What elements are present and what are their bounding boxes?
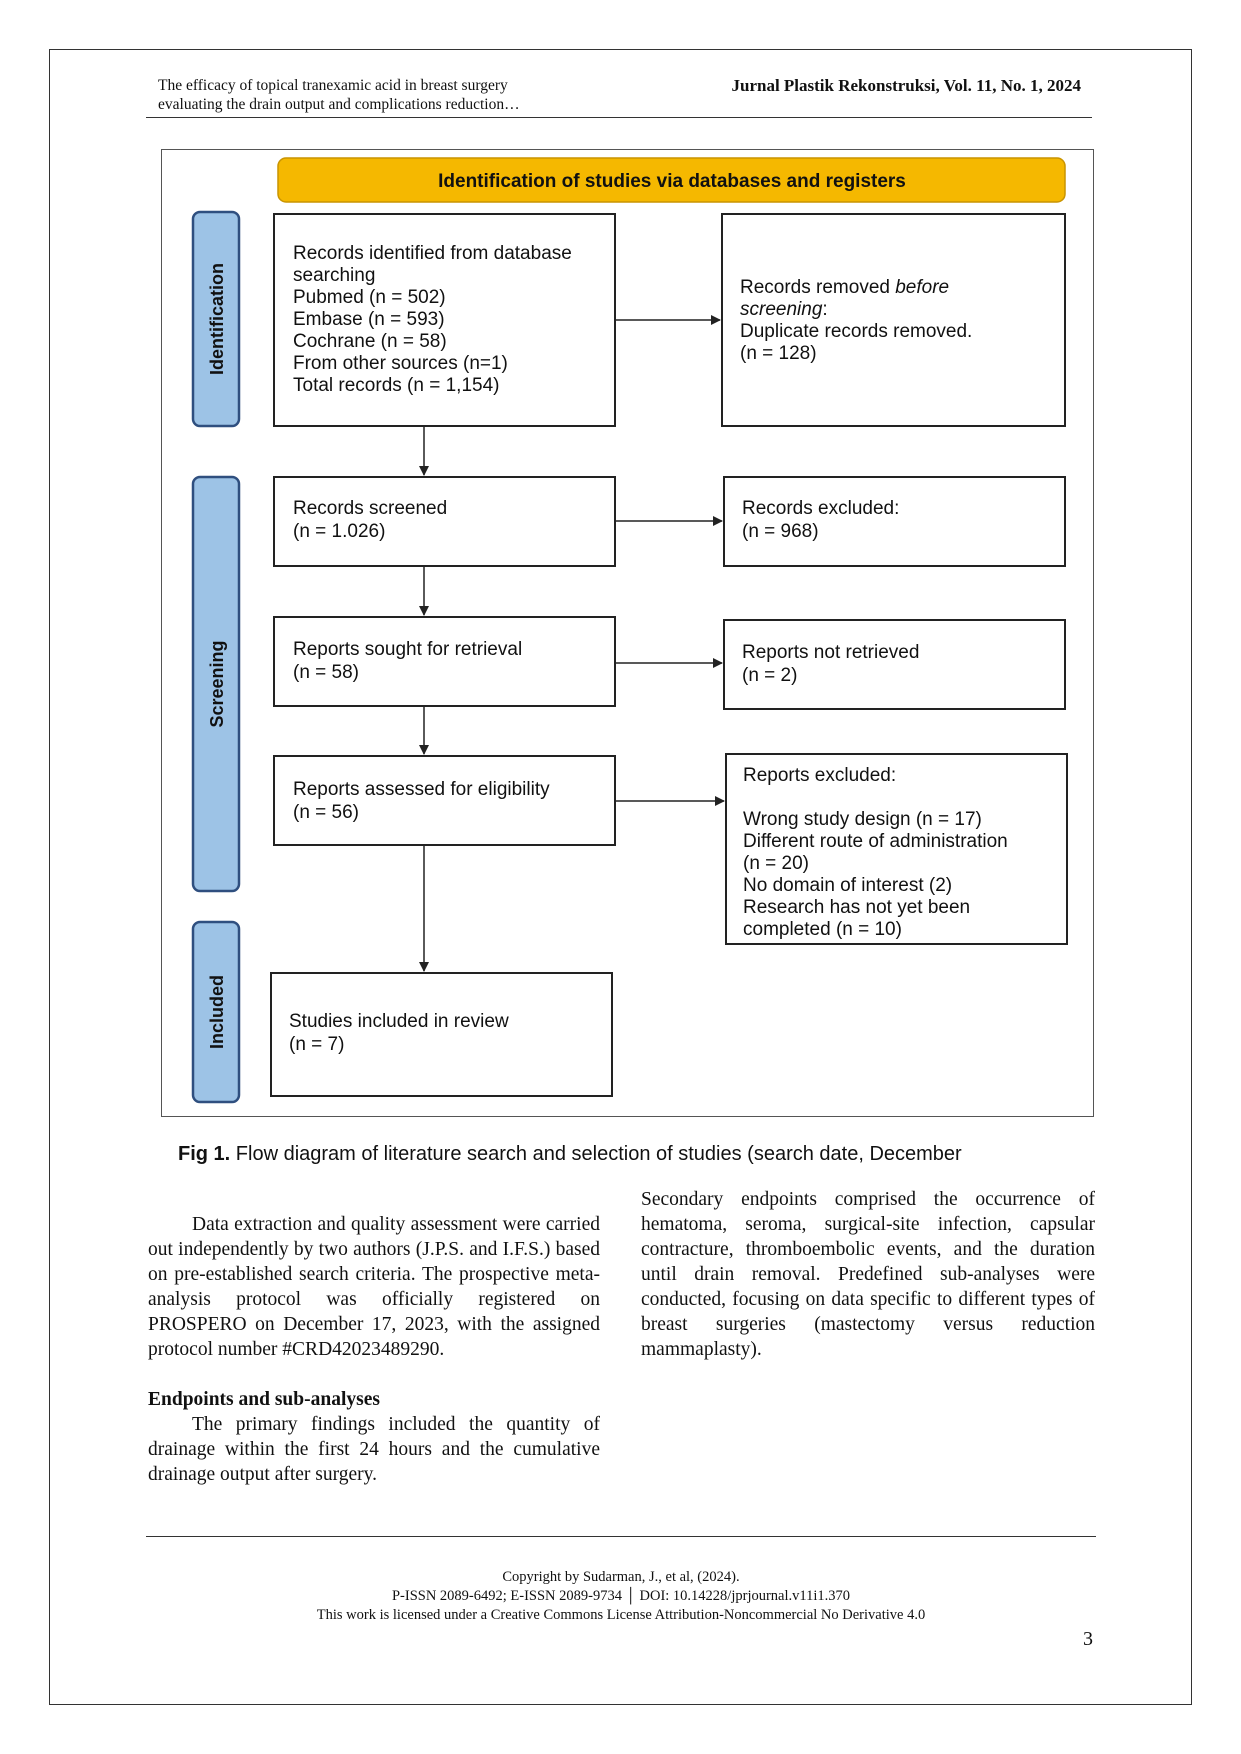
stage-included-box — [191, 920, 241, 1104]
flowchart-canvas: Identification of studies via databases … — [191, 157, 1068, 1104]
records-excluded-line: Records excluded: — [742, 498, 899, 519]
running-title: The efficacy of topical tranexamic acid … — [158, 76, 618, 114]
reports-assessed-text: Reports assessed for eligibility (n = 56… — [293, 779, 555, 823]
footer-issn-doi: P-ISSN 2089-6492; E-ISSN 2089-9734 │ DOI… — [391, 1588, 851, 1604]
reports-sought-text: Reports sought for retrieval (n = 58) — [293, 639, 527, 683]
records-identified-text: Records identified from database searchi… — [293, 243, 577, 396]
stage-identification-label: Identification — [207, 263, 227, 375]
banner-text: Identification of studies via databases … — [438, 171, 906, 192]
records-excluded-box — [723, 476, 1066, 567]
reports-assessed-box — [273, 755, 616, 846]
reports-excluded-line: Research has not yet been — [743, 897, 970, 918]
records-removed-screening: screening — [740, 299, 823, 320]
page-frame — [49, 49, 1192, 1705]
records-removed-text: Records removed before screening: Duplic… — [740, 277, 978, 364]
reports-excluded-text: Reports excluded: Wrong study design (n … — [743, 765, 1013, 940]
footer-license: This work is licensed under a Creative C… — [316, 1607, 926, 1623]
reports-excluded-line: (n = 20) — [743, 853, 809, 874]
reports-sought-box — [273, 616, 616, 707]
page-number: 3 — [1083, 1628, 1093, 1650]
records-identified-line: Records identified from database — [293, 243, 572, 264]
section-heading: Endpoints and sub-analyses — [148, 1389, 380, 1410]
records-identified-line: Pubmed (n = 502) — [293, 287, 446, 308]
paragraph-data-extraction: Data extraction and quality assessment w… — [148, 1214, 600, 1360]
reports-not-retrieved-text: Reports not retrieved (n = 2) — [742, 642, 925, 686]
figure-caption: Fig 1. Flow diagram of literature search… — [178, 1143, 1098, 1166]
records-identified-line: Total records (n = 1,154) — [293, 375, 499, 396]
records-identified-box — [273, 213, 616, 427]
reports-excluded-line: No domain of interest (2) — [743, 875, 952, 896]
records-removed-box — [721, 213, 1066, 427]
header-rule — [146, 117, 1092, 118]
reports-excluded-line: completed (n = 10) — [743, 919, 902, 940]
paragraph-secondary-endpoints: Secondary endpoints comprised the occurr… — [641, 1189, 1095, 1360]
records-excluded-text: Records excluded: (n = 968) — [742, 498, 905, 542]
reports-excluded-line: Wrong study design (n = 17) — [743, 809, 982, 830]
studies-included-box — [270, 972, 613, 1097]
records-screened-line: Records screened — [293, 498, 447, 519]
records-screened-line: (n = 1.026) — [293, 521, 385, 542]
records-removed-line3: Duplicate records removed. — [740, 321, 972, 342]
reports-not-retrieved-line: (n = 2) — [742, 665, 797, 686]
records-identified-line: From other sources (n=1) — [293, 353, 508, 374]
running-title-line-1: The efficacy of topical tranexamic acid … — [158, 77, 508, 94]
reports-not-retrieved-box — [723, 619, 1066, 710]
running-title-line-2: evaluating the drain output and complica… — [158, 96, 520, 113]
prisma-flow-diagram: Identification of studies via databases … — [161, 149, 1094, 1117]
footer-rule — [146, 1536, 1096, 1537]
records-identified-line: searching — [293, 265, 375, 286]
paragraph-primary-findings: The primary findings included the quanti… — [148, 1414, 600, 1485]
right-column: Secondary endpoints comprised the occurr… — [641, 1187, 1095, 1362]
reports-assessed-line: (n = 56) — [293, 802, 359, 823]
records-identified-line: Cochrane (n = 58) — [293, 331, 447, 352]
studies-included-line: (n = 7) — [289, 1034, 344, 1055]
studies-included-text: Studies included in review (n = 7) — [289, 1011, 514, 1055]
left-column: Data extraction and quality assessment w… — [148, 1212, 600, 1487]
footer-copyright: Copyright by Sudarman, J., et al, (2024)… — [502, 1569, 740, 1585]
records-screened-text: Records screened (n = 1.026) — [293, 498, 452, 542]
records-removed-line4: (n = 128) — [740, 343, 817, 364]
records-removed-line1: Records removed — [740, 277, 895, 298]
records-removed-colon: : — [822, 299, 827, 320]
stage-screening-box — [191, 475, 241, 893]
reports-excluded-title: Reports excluded: — [743, 765, 896, 786]
reports-assessed-line: Reports assessed for eligibility — [293, 779, 550, 800]
stage-screening-label: Screening — [207, 640, 227, 727]
records-screened-box — [273, 476, 616, 567]
stage-included-label: Included — [207, 975, 227, 1049]
records-identified-line: Embase (n = 593) — [293, 309, 445, 330]
reports-sought-line: Reports sought for retrieval — [293, 639, 522, 660]
caption-label: Fig 1. — [178, 1143, 231, 1165]
reports-excluded-box — [725, 753, 1068, 945]
reports-excluded-line: Different route of administration — [743, 831, 1008, 852]
reports-not-retrieved-line: Reports not retrieved — [742, 642, 919, 663]
stage-identification-box — [191, 210, 241, 428]
journal-name: Jurnal Plastik Rekonstruksi, Vol. 11, No… — [731, 76, 1081, 95]
studies-included-line: Studies included in review — [289, 1011, 509, 1032]
records-removed-before: before — [895, 277, 949, 298]
reports-sought-line: (n = 58) — [293, 662, 359, 683]
caption-text: Flow diagram of literature search and se… — [230, 1143, 962, 1165]
banner-box — [277, 157, 1066, 203]
records-excluded-line: (n = 968) — [742, 521, 819, 542]
